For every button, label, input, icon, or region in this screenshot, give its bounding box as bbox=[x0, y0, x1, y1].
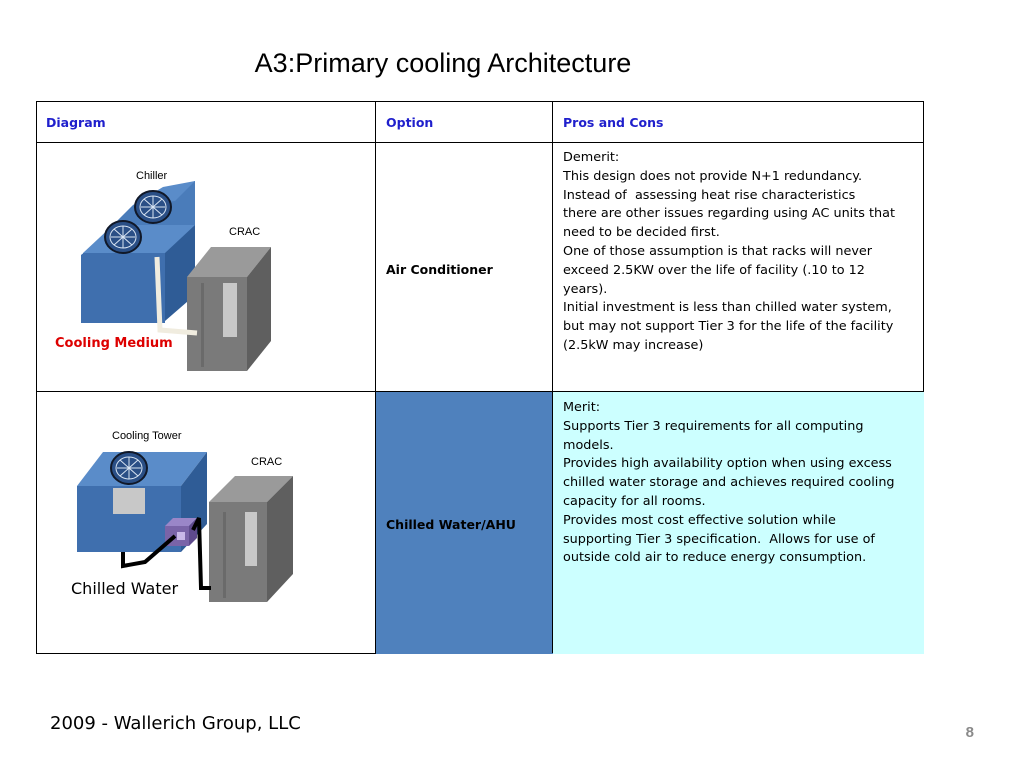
option-cell-highlight bbox=[376, 392, 553, 654]
crac-label: CRAC bbox=[229, 226, 261, 238]
fan-icon bbox=[134, 190, 172, 224]
footer-copyright: 2009 - Wallerich Group, LLC bbox=[50, 713, 301, 734]
chiller-label: Chiller bbox=[136, 170, 168, 182]
slide-title: A3:Primary cooling Architecture bbox=[254, 48, 632, 78]
comparison-table: Diagram Option Pros and Cons Chiller CRA… bbox=[36, 101, 924, 654]
header-option: Option bbox=[386, 115, 434, 130]
cooling-medium-pipe bbox=[154, 256, 198, 336]
pros-cons-chilled-water: Merit: Supports Tier 3 requirements for … bbox=[563, 400, 895, 566]
row-divider bbox=[37, 142, 923, 143]
crac-unit bbox=[187, 247, 271, 371]
chilled-water-pipe bbox=[121, 517, 211, 590]
chilled-water-label: Chilled Water bbox=[71, 579, 179, 598]
fan-icon bbox=[110, 451, 148, 485]
option-chilled-water-ahu: Chilled Water/AHU bbox=[386, 517, 516, 532]
row-divider bbox=[37, 391, 923, 392]
page-number: 8 bbox=[965, 724, 974, 741]
diagram-cell-chilled-water: Cooling Tower CRAC bbox=[37, 392, 375, 654]
column-divider bbox=[552, 102, 553, 653]
diagram-cell-air-conditioner: Chiller CRAC bbox=[37, 143, 375, 391]
pros-cell-highlight bbox=[553, 392, 924, 654]
crac-label: CRAC bbox=[251, 456, 283, 468]
crac-unit bbox=[209, 476, 293, 602]
cooling-tower-label: Cooling Tower bbox=[112, 430, 182, 442]
header-pros-cons: Pros and Cons bbox=[563, 115, 664, 130]
pros-cons-air-conditioner: Demerit: This design does not provide N+… bbox=[563, 150, 895, 353]
option-air-conditioner: Air Conditioner bbox=[386, 262, 493, 277]
column-divider bbox=[375, 102, 376, 653]
cooling-medium-label: Cooling Medium bbox=[55, 336, 173, 351]
header-diagram: Diagram bbox=[46, 115, 106, 130]
fan-icon bbox=[104, 220, 142, 254]
